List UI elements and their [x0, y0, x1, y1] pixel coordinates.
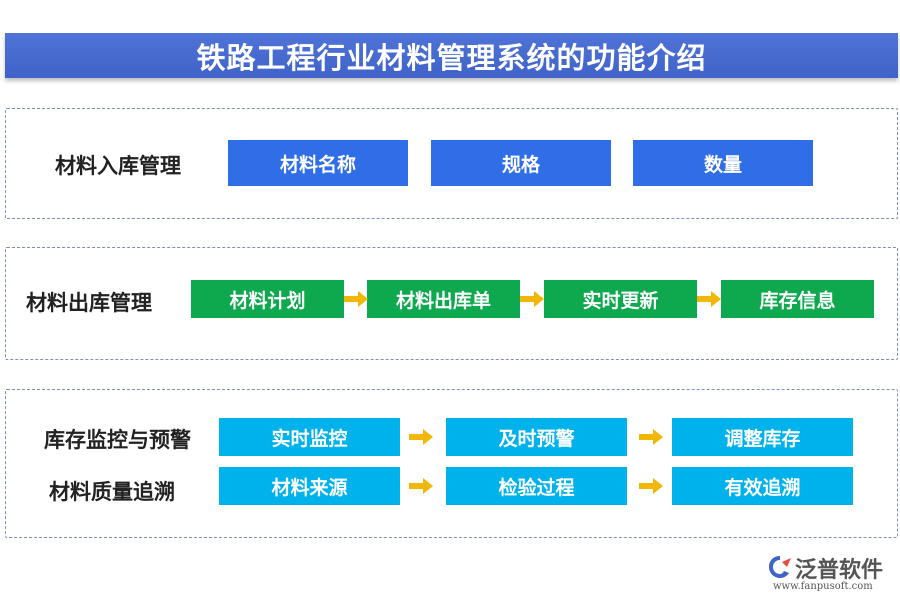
arrow-right-icon — [697, 291, 721, 307]
box-quantity: 数量 — [633, 140, 813, 186]
box-material-name: 材料名称 — [228, 140, 408, 186]
box-outbound-order: 材料出库单 — [367, 280, 520, 318]
arrow-right-icon — [409, 429, 433, 445]
page-title-bar: 铁路工程行业材料管理系统的功能介绍 — [5, 33, 898, 78]
section-material-inbound — [5, 108, 898, 219]
box-realtime-update: 实时更新 — [544, 280, 697, 318]
fanpu-logo-icon — [767, 554, 793, 580]
box-effective-traceability: 有效追溯 — [672, 467, 853, 505]
box-realtime-monitoring: 实时监控 — [219, 418, 400, 456]
section-label-outbound: 材料出库管理 — [26, 291, 152, 315]
box-specification: 规格 — [431, 140, 611, 186]
arrow-right-icon — [344, 291, 368, 307]
brand-logo: 泛普软件 www.fanpusoft.com — [767, 552, 895, 594]
box-inspection-process: 检验过程 — [446, 467, 627, 505]
arrow-right-icon — [409, 478, 433, 494]
box-timely-warning: 及时预警 — [446, 418, 627, 456]
brand-url: www.fanpusoft.com — [773, 581, 873, 592]
page-title: 铁路工程行业材料管理系统的功能介绍 — [196, 40, 707, 75]
section-monitoring-traceability — [5, 389, 898, 538]
brand-name: 泛普软件 — [795, 558, 884, 583]
box-adjust-inventory: 调整库存 — [672, 418, 853, 456]
section-label-quality-traceability: 材料质量追溯 — [49, 480, 175, 504]
section-label-inventory-monitoring: 库存监控与预警 — [44, 428, 191, 452]
arrow-right-icon — [520, 291, 544, 307]
arrow-right-icon — [639, 429, 663, 445]
arrow-right-icon — [639, 478, 663, 494]
section-material-outbound — [5, 247, 898, 360]
box-material-source: 材料来源 — [219, 467, 400, 505]
box-material-plan: 材料计划 — [191, 280, 344, 318]
section-label-inbound: 材料入库管理 — [55, 154, 181, 178]
box-inventory-info: 库存信息 — [721, 280, 874, 318]
